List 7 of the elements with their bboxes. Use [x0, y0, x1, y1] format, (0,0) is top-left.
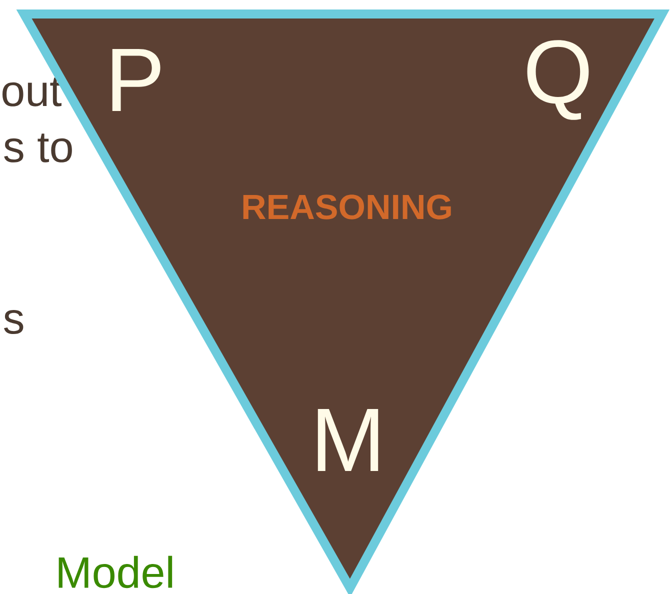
slide-text: out	[2, 78, 62, 106]
letter: Q	[527, 40, 589, 120]
heading: REASONING	[243, 194, 451, 220]
letter: M	[318, 409, 378, 471]
slide-text: s to	[4, 134, 72, 162]
letter: P	[112, 49, 160, 111]
slide-text: Model	[58, 556, 172, 588]
